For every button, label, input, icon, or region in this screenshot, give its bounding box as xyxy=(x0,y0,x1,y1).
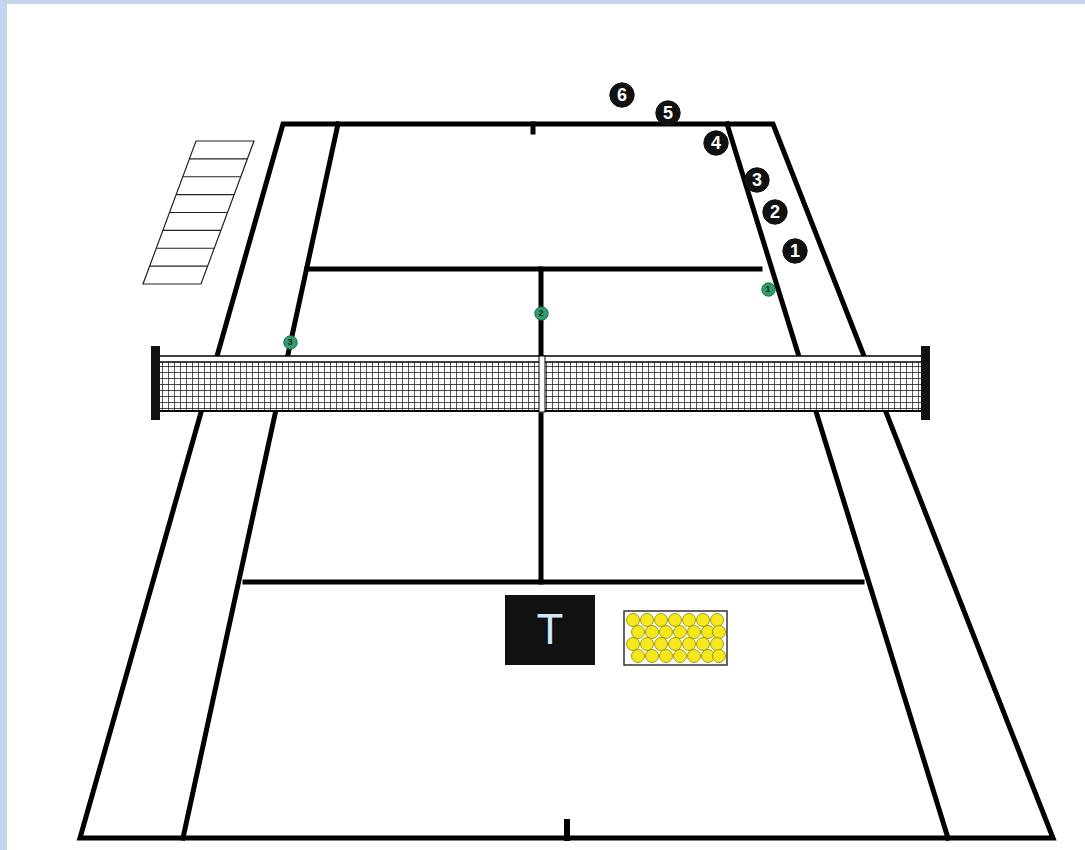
marker-number: 3 xyxy=(752,171,762,189)
tennis-ball xyxy=(627,638,640,651)
tennis-ball xyxy=(632,626,645,639)
tennis-ball xyxy=(711,638,724,651)
tennis-ball xyxy=(632,650,645,663)
circle-fill xyxy=(761,282,774,295)
tennis-ball xyxy=(697,614,710,627)
tennis-ball xyxy=(683,614,696,627)
marker-letter: T xyxy=(538,610,562,650)
ladder-rung xyxy=(163,230,221,231)
center-mark xyxy=(564,822,570,838)
ladder-rung xyxy=(150,266,208,267)
tennis-ball xyxy=(713,626,726,639)
center-service-line xyxy=(539,415,544,582)
circle-fill xyxy=(610,83,634,107)
tennis-ball xyxy=(713,650,726,663)
position-number: 5 xyxy=(655,100,681,126)
tennis-ball xyxy=(688,650,701,663)
marker-number: 2 xyxy=(538,309,543,318)
center-mark xyxy=(531,124,536,132)
circle-fill xyxy=(534,306,547,319)
tennis-ball xyxy=(697,638,710,651)
court-lines xyxy=(80,124,1053,838)
target-marker: 1 xyxy=(761,282,776,297)
tennis-ball xyxy=(641,614,654,627)
tennis-ball xyxy=(688,626,701,639)
tennis-ball xyxy=(674,650,687,663)
circle-fill xyxy=(283,335,296,348)
marker-number: 1 xyxy=(790,242,800,260)
tennis-ball xyxy=(627,614,640,627)
net xyxy=(151,346,930,420)
tennis-ball xyxy=(683,638,696,651)
tennis-ball xyxy=(660,650,673,663)
marker-number: 2 xyxy=(770,203,780,221)
tennis-ball xyxy=(660,626,673,639)
ladder-rung xyxy=(176,194,234,195)
position-number: 3 xyxy=(744,167,770,193)
position-number: 6 xyxy=(609,82,635,108)
tennis-ball xyxy=(655,614,668,627)
ball-basket xyxy=(624,611,727,665)
net-post xyxy=(151,346,160,420)
net-strap xyxy=(539,356,545,412)
teacher-marker: T xyxy=(505,595,595,665)
circle-fill xyxy=(704,131,728,155)
tennis-ball xyxy=(655,638,668,651)
circle-fill xyxy=(763,200,787,224)
tennis-ball xyxy=(674,626,687,639)
marker-number: 6 xyxy=(617,86,627,104)
tennis-ball xyxy=(669,614,682,627)
singles-line xyxy=(727,124,948,838)
marker-number: 1 xyxy=(765,285,770,294)
circle-fill xyxy=(745,168,769,192)
marker-number: 5 xyxy=(663,104,673,122)
position-number: 2 xyxy=(762,199,788,225)
ladder-rung xyxy=(183,176,241,177)
ladder-rung xyxy=(189,158,247,159)
court-outline xyxy=(80,124,1053,838)
agility-ladder xyxy=(143,141,254,284)
ladder-rung xyxy=(156,248,214,249)
basket-frame xyxy=(624,611,727,665)
position-number: 4 xyxy=(703,130,729,156)
circle-fill xyxy=(656,101,680,125)
tennis-ball xyxy=(641,638,654,651)
tennis-ball xyxy=(646,626,659,639)
marker-number: 3 xyxy=(287,338,292,347)
position-number: 1 xyxy=(782,238,808,264)
target-marker: 3 xyxy=(283,335,298,350)
ladder-rung xyxy=(170,212,228,213)
center-service-line xyxy=(539,269,544,358)
frame xyxy=(0,0,7,850)
marker-number: 4 xyxy=(711,134,721,152)
circle-fill xyxy=(783,239,807,263)
target-marker: 2 xyxy=(534,306,549,321)
tennis-ball xyxy=(669,638,682,651)
frame xyxy=(0,0,1085,4)
net-post xyxy=(921,346,930,420)
service-line xyxy=(307,267,760,272)
tennis-ball xyxy=(646,650,659,663)
tennis-ball xyxy=(711,614,724,627)
service-line xyxy=(245,580,862,585)
ladder-outline xyxy=(143,141,254,284)
